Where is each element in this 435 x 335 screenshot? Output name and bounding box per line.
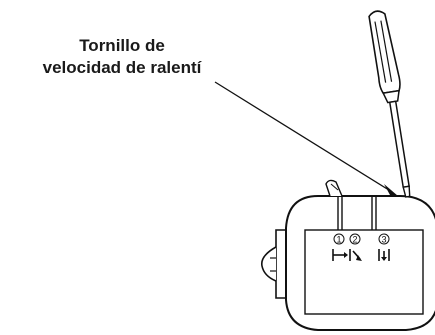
adjustment-plate xyxy=(304,229,424,315)
symbol-2-icon xyxy=(349,249,362,261)
screwdriver-shaft xyxy=(388,100,410,189)
leader-arrow xyxy=(214,81,398,196)
marker-1-number: 1 xyxy=(336,234,341,244)
marker-3: 3 xyxy=(378,233,390,245)
carburetor-body xyxy=(260,179,435,331)
callout-line-2: velocidad de ralentí xyxy=(42,58,202,77)
marker-2: 2 xyxy=(349,233,361,245)
side-knob xyxy=(260,246,277,282)
symbol-3-icon xyxy=(378,249,390,261)
screwdriver-icon xyxy=(368,10,411,198)
top-pin xyxy=(325,179,343,197)
symbol-1-icon xyxy=(332,249,348,261)
marker-1: 1 xyxy=(333,233,345,245)
marker-2-number: 2 xyxy=(352,234,357,244)
marker-3-number: 3 xyxy=(381,234,386,244)
callout-label: Tornillo de velocidad de ralentí xyxy=(8,35,236,79)
arrowhead-icon xyxy=(384,184,398,196)
callout-line-1: Tornillo de xyxy=(79,36,165,55)
